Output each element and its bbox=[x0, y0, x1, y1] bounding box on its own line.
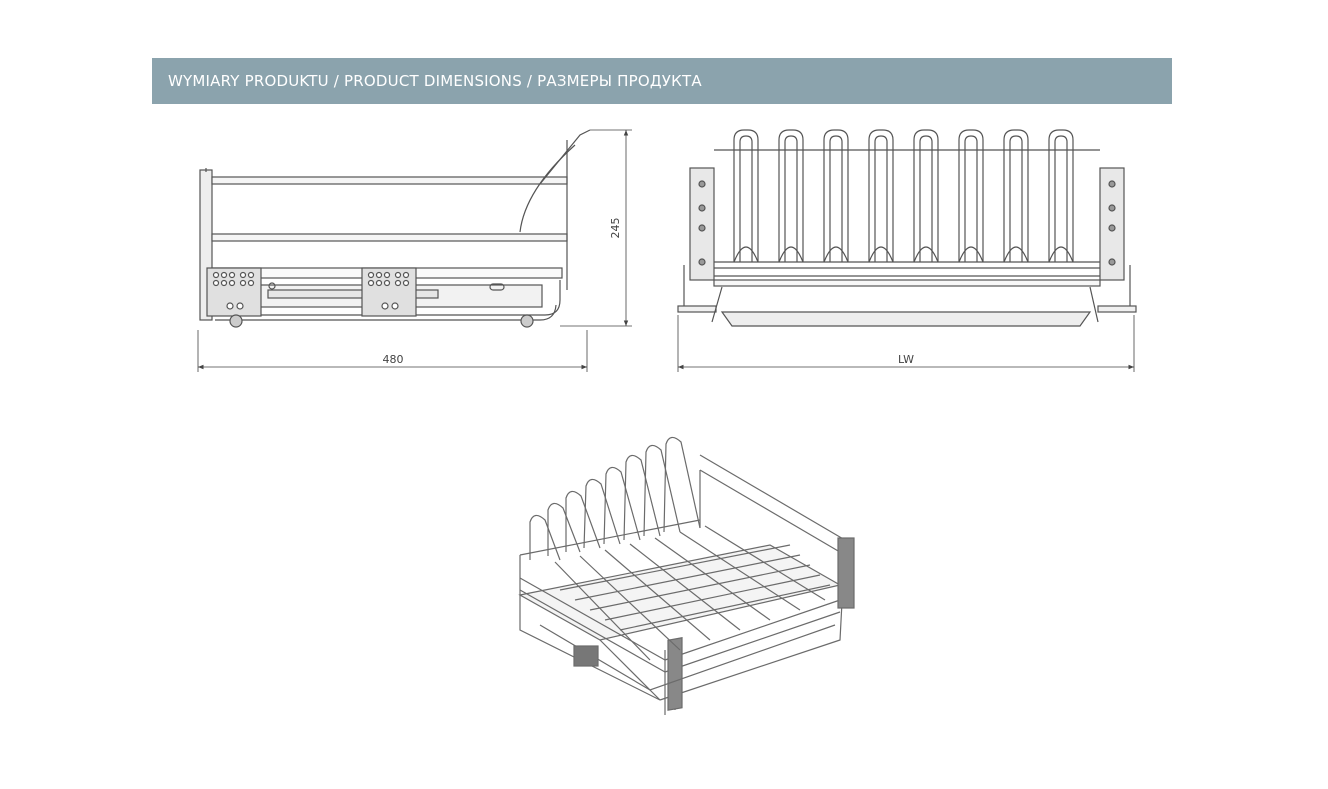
isometric-view bbox=[518, 436, 855, 715]
width-dimension-label: LW bbox=[898, 353, 914, 366]
front-view bbox=[677, 149, 1137, 327]
header-title: WYMIARY PRODUKTU / PRODUCT DIMENSIONS / … bbox=[168, 72, 702, 90]
height-dimension-line bbox=[560, 129, 632, 327]
plate-rack-loops bbox=[733, 129, 1074, 263]
depth-dimension-line bbox=[197, 330, 588, 372]
depth-dimension-label: 480 bbox=[383, 353, 404, 366]
height-dimension-label: 245 bbox=[609, 218, 622, 239]
header-banner: WYMIARY PRODUKTU / PRODUCT DIMENSIONS / … bbox=[152, 58, 1172, 104]
width-dimension-line bbox=[677, 315, 1135, 372]
side-view bbox=[199, 129, 591, 328]
